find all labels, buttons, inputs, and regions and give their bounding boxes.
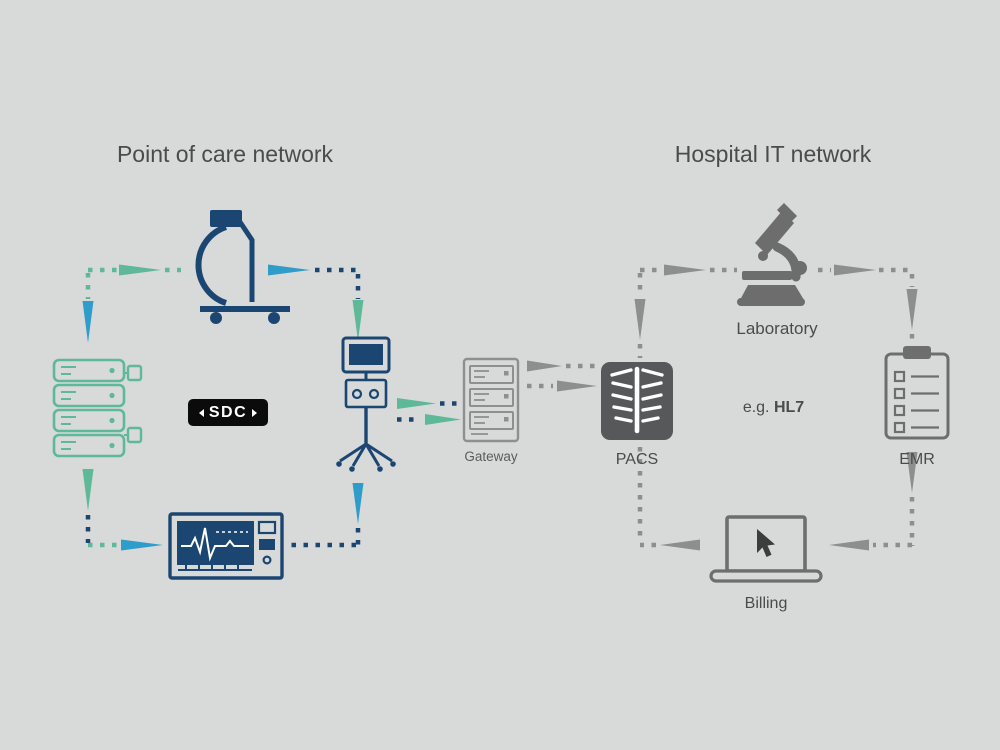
poc-network-ring: [82, 264, 364, 551]
billing-label: Billing: [744, 595, 788, 612]
gateway-label: Gateway: [464, 449, 518, 464]
cursor-arrow-icon: [757, 529, 775, 557]
server-stack-icon: [52, 358, 143, 458]
sdc-badge-label: SDC: [208, 403, 248, 421]
sdc-left-arrow-icon: [198, 408, 204, 417]
hospital-network-ring: [634, 264, 918, 551]
billing-laptop-icon: [709, 515, 823, 583]
ventilator-icon: [336, 336, 396, 472]
laboratory-label: Laboratory: [736, 319, 818, 338]
poc-network-title: Point of care network: [116, 141, 334, 167]
pacs-label: PACS: [615, 451, 659, 468]
gateway-server-icon: [462, 357, 520, 443]
c-arm-icon: [195, 210, 290, 324]
patient-monitor-icon: [168, 512, 284, 580]
pacs-icon: [601, 362, 673, 440]
emr-clipboard-icon: [884, 346, 950, 440]
sdc-badge: SDC: [188, 399, 268, 426]
gateway-pacs-link: [527, 360, 597, 392]
protocol-label: e.g. HL7: [742, 399, 805, 416]
microscope-icon: [737, 203, 807, 306]
hospital-network-title: Hospital IT network: [674, 141, 872, 167]
sdc-right-arrow-icon: [252, 408, 258, 417]
sdc-gateway-link: [397, 398, 461, 425]
emr-label: EMR: [899, 451, 935, 468]
